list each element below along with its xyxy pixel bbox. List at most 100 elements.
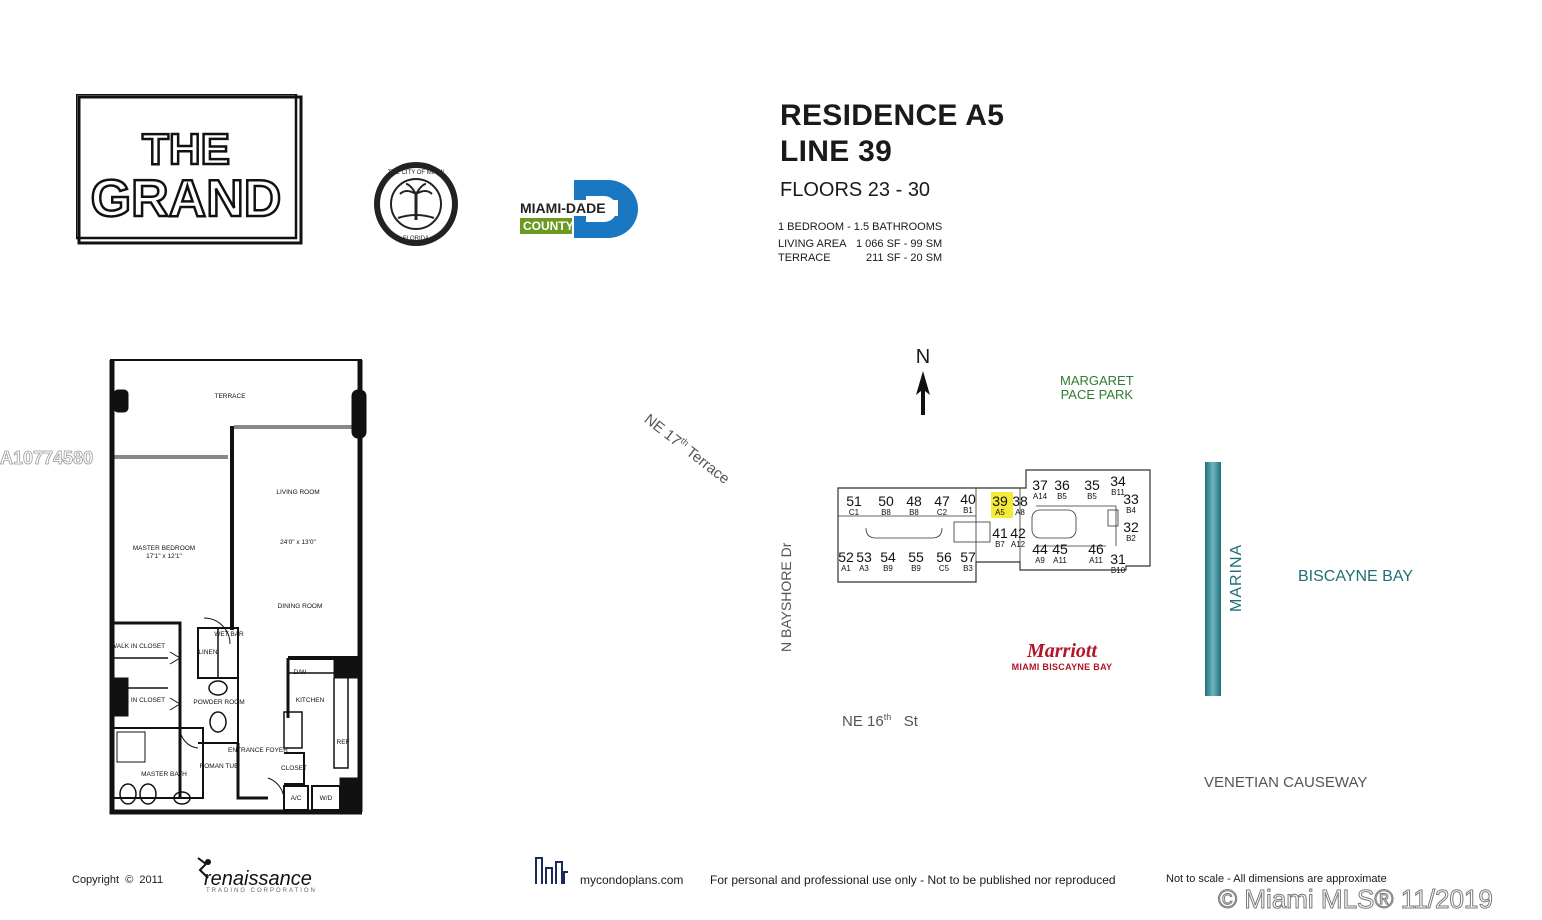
room-terrace: TERRACE bbox=[214, 393, 246, 400]
city-of-miami-seal: THE CITY OF MIAMI FLORIDA bbox=[372, 160, 460, 248]
unit-type: C5 bbox=[939, 564, 950, 573]
unit-number: 34 bbox=[1110, 473, 1126, 489]
walk-in-closet-2: WALK IN CLOSET bbox=[111, 697, 165, 704]
unit-type: A14 bbox=[1033, 492, 1048, 501]
line-title: LINE 39 bbox=[780, 135, 893, 168]
copyright-text: Copyright © 2011 bbox=[72, 874, 164, 886]
room-master-bedroom: MASTER BEDROOM bbox=[133, 545, 195, 552]
unit-type: A5 bbox=[995, 508, 1005, 517]
room-kitchen: KITCHEN bbox=[296, 697, 325, 704]
unit-number: 53 bbox=[856, 549, 872, 565]
svg-text:MIAMI-DADE: MIAMI-DADE bbox=[520, 200, 606, 216]
unit-number: 35 bbox=[1084, 477, 1100, 493]
living-area-label: LIVING AREA bbox=[778, 238, 847, 250]
wet-bar: WET BAR bbox=[214, 631, 244, 638]
walk-in-closet-1: WALK IN CLOSET bbox=[111, 643, 165, 650]
ne-17th-terrace-label: NE 17th Terrace bbox=[640, 410, 733, 488]
marriott-logo: Marriott MIAMI BISCAYNE BAY bbox=[1011, 640, 1113, 672]
scale-notice: Not to scale - All dimensions are approx… bbox=[1166, 873, 1387, 885]
marina-label: MARINA bbox=[1228, 543, 1245, 612]
unit-number: 39 bbox=[992, 493, 1008, 509]
unit-number: 50 bbox=[878, 493, 894, 509]
unit-specs: 1 BEDROOM - 1.5 BATHROOMS LIVING AREA 1 0… bbox=[778, 220, 998, 265]
floors-title: FLOORS 23 - 30 bbox=[780, 179, 931, 201]
unit-type: C2 bbox=[937, 508, 948, 517]
svg-text:COUNTY: COUNTY bbox=[523, 219, 574, 233]
marina-bar bbox=[1205, 462, 1221, 696]
unit-type: A3 bbox=[859, 564, 869, 573]
listing-id-watermark: A10774580 bbox=[0, 448, 94, 469]
unit-type: A8 bbox=[1015, 508, 1025, 517]
unit-number: 52 bbox=[838, 549, 854, 565]
miami-dade-logo: MIAMI-DADE COUNTY bbox=[518, 180, 642, 238]
unit-number: 47 bbox=[934, 493, 950, 509]
unit-number: 31 bbox=[1110, 551, 1126, 567]
closet-label: CLOSET bbox=[281, 765, 307, 772]
north-arrow: N bbox=[908, 346, 938, 422]
unit-type: B2 bbox=[1126, 534, 1136, 543]
unit-type: B9 bbox=[911, 564, 921, 573]
terrace-value: 211 SF - 20 SM bbox=[866, 252, 943, 264]
unit-number: 45 bbox=[1052, 541, 1068, 557]
unit-type: B5 bbox=[1057, 492, 1067, 501]
unit-type: B10 bbox=[1111, 566, 1126, 575]
unit-number: 40 bbox=[960, 491, 976, 507]
mycondoplans-icon bbox=[534, 856, 568, 884]
unit-number: 48 bbox=[906, 493, 922, 509]
unit-type: B1 bbox=[963, 506, 973, 515]
room-powder: POWDER ROOM bbox=[193, 699, 244, 706]
bedrooms-text: 1 BEDROOM - 1.5 BATHROOMS bbox=[778, 221, 943, 233]
unit-type: A11 bbox=[1053, 556, 1067, 565]
unit-number: 38 bbox=[1012, 493, 1028, 509]
unit-number: 51 bbox=[846, 493, 862, 509]
unit-number: 37 bbox=[1032, 477, 1048, 493]
unit-number: 54 bbox=[880, 549, 896, 565]
terrace-label: TERRACE bbox=[778, 252, 831, 264]
unit-39-highlight bbox=[991, 492, 1013, 518]
room-living: LIVING ROOM bbox=[276, 489, 319, 496]
room-dining: DINING ROOM bbox=[278, 603, 323, 610]
living-dims: 24'0" x 13'0" bbox=[280, 539, 316, 546]
n-bayshore-dr-label: N BAYSHORE Dr bbox=[778, 542, 794, 652]
mycondoplans-text: mycondoplans.com bbox=[580, 873, 684, 887]
svg-text:GRAND: GRAND bbox=[91, 170, 282, 228]
unit-type: B7 bbox=[995, 540, 1005, 549]
unit-number: 55 bbox=[908, 549, 924, 565]
floor-plan: TERRACE LIVING ROOM 24'0" x 13'0" MASTER… bbox=[108, 358, 370, 816]
roman-tub: ROMAN TUB bbox=[200, 763, 239, 770]
residence-title: RESIDENCE A5 bbox=[780, 99, 1005, 132]
grand-logo: THE GRAND bbox=[74, 92, 304, 246]
unit-type: B5 bbox=[1087, 492, 1097, 501]
renaissance-logo: renaissance TRADING CORPORATION bbox=[190, 852, 340, 896]
unit-type: A1 bbox=[841, 564, 851, 573]
svg-text:THE CITY OF MIAMI: THE CITY OF MIAMI bbox=[388, 170, 445, 176]
washer-dryer: W/D bbox=[320, 795, 333, 802]
unit-number: 44 bbox=[1032, 541, 1048, 557]
living-area-value: 1 066 SF - 99 SM bbox=[856, 238, 943, 250]
entrance-foyer: ENTRANCE FOYER bbox=[228, 747, 288, 754]
